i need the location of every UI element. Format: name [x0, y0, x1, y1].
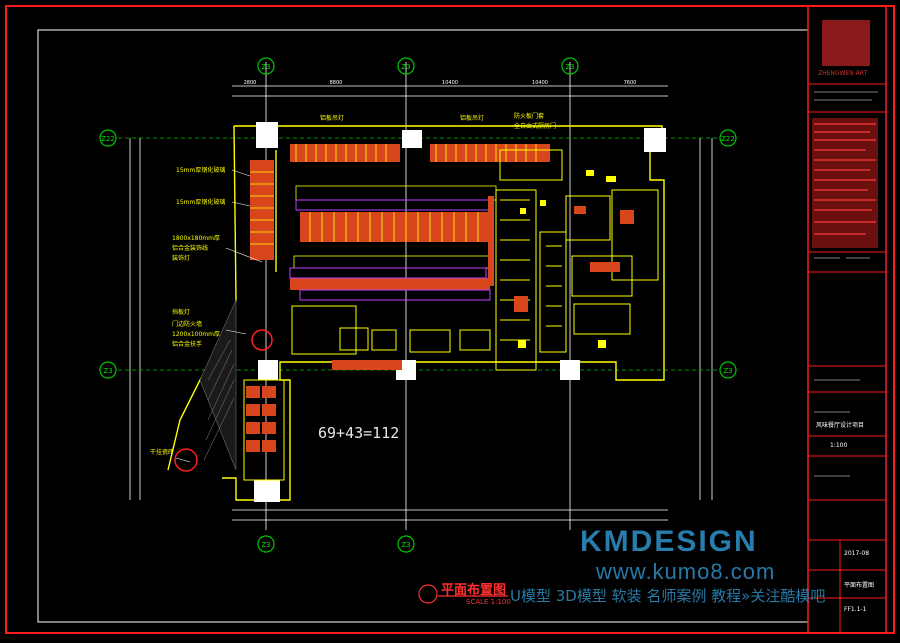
annotation: 挡板灯	[172, 308, 190, 316]
annotation: 1200x100mm厚	[172, 331, 220, 338]
dim-text: 7600	[624, 80, 637, 86]
title-block-date: 2017-08	[844, 550, 870, 557]
annotation: 铝合金扶手	[172, 340, 202, 348]
annotation: 装饰灯	[172, 254, 190, 262]
axis-label: Z3	[401, 541, 410, 549]
axis-label: Z3	[401, 63, 410, 71]
dimension-values: 2800 8800 10400 10400 7600	[244, 80, 637, 86]
annotation: 15mm厚钢化玻璃	[176, 166, 225, 174]
company-logo-seal	[822, 20, 870, 66]
dim-text: 10400	[532, 80, 548, 86]
annotation: 铝板吊灯	[460, 114, 484, 122]
title-marker-circle	[418, 584, 438, 604]
watermark-url: www.kumo8.com	[596, 559, 776, 584]
hatched-terrace	[199, 299, 237, 471]
dim-text: 8800	[330, 80, 343, 86]
decor-plants	[174, 329, 273, 472]
calculation-note: 69+43=112	[318, 424, 400, 442]
annotation: 防火板门套	[514, 112, 544, 120]
title-block-lines	[814, 91, 878, 477]
annotation: 15mm厚钢化玻璃	[176, 198, 225, 206]
sheet-border	[5, 5, 895, 634]
lower-dining	[243, 305, 491, 481]
logo-caption: ZHENGWEN ART	[818, 70, 868, 77]
columns	[254, 122, 666, 502]
lower-booths	[246, 360, 402, 452]
kitchen-equipment	[488, 196, 634, 312]
annotation: 1800x180mm厚	[172, 235, 220, 242]
drawing-title: 平面布置图	[441, 583, 507, 598]
dim-text: 10400	[442, 80, 458, 86]
table-rows	[289, 199, 493, 301]
building-outline	[167, 125, 665, 501]
sheet-number: FF1.1-1	[844, 606, 867, 613]
axis-label: Z3	[261, 541, 270, 549]
kitchen-area	[495, 149, 659, 371]
title-block-scale: 1:100	[830, 442, 848, 449]
annotation: 门边防火墙	[172, 320, 202, 328]
watermark-tagline: U模型 3D模型 软装 名师案例 教程»关注酷模吧	[510, 587, 826, 605]
annotation: 铝板吊灯	[320, 114, 344, 122]
grid-bubble-labels: Z3 Z3 Z3 Z22 Z22 Z3 Z3 Z3 Z3	[101, 63, 735, 549]
dimension-lines	[129, 62, 713, 530]
leader-lines	[175, 169, 263, 463]
title-block-drawing-name: 平面布置图	[844, 582, 875, 589]
project-name: 风味餐厅设计项目	[816, 422, 865, 429]
annotation: 干挂瓷砖	[150, 448, 174, 456]
drawing-scale: SCALE 1:100	[466, 598, 511, 606]
booth-seating	[250, 144, 550, 290]
axis-label: Z3	[103, 367, 112, 375]
axis-label: Z3	[565, 63, 574, 71]
annotation: 铝合金装饰线	[172, 244, 208, 252]
axis-label: Z22	[101, 135, 115, 143]
annotations: 铝板吊灯 铝板吊灯 防火板门套 全自由式厨房门 15mm厚钢化玻璃 15mm厚钢…	[150, 112, 556, 456]
dim-text: 2800	[244, 80, 257, 86]
watermark-brand: KMDESIGN	[580, 525, 758, 558]
grid-bubbles	[99, 57, 737, 553]
title-block	[807, 5, 887, 634]
axis-label: Z3	[723, 367, 732, 375]
kitchen-fixtures	[518, 170, 616, 348]
axis-label: Z3	[261, 63, 270, 71]
axis-label: Z22	[721, 135, 735, 143]
annotation: 全自由式厨房门	[514, 122, 556, 130]
